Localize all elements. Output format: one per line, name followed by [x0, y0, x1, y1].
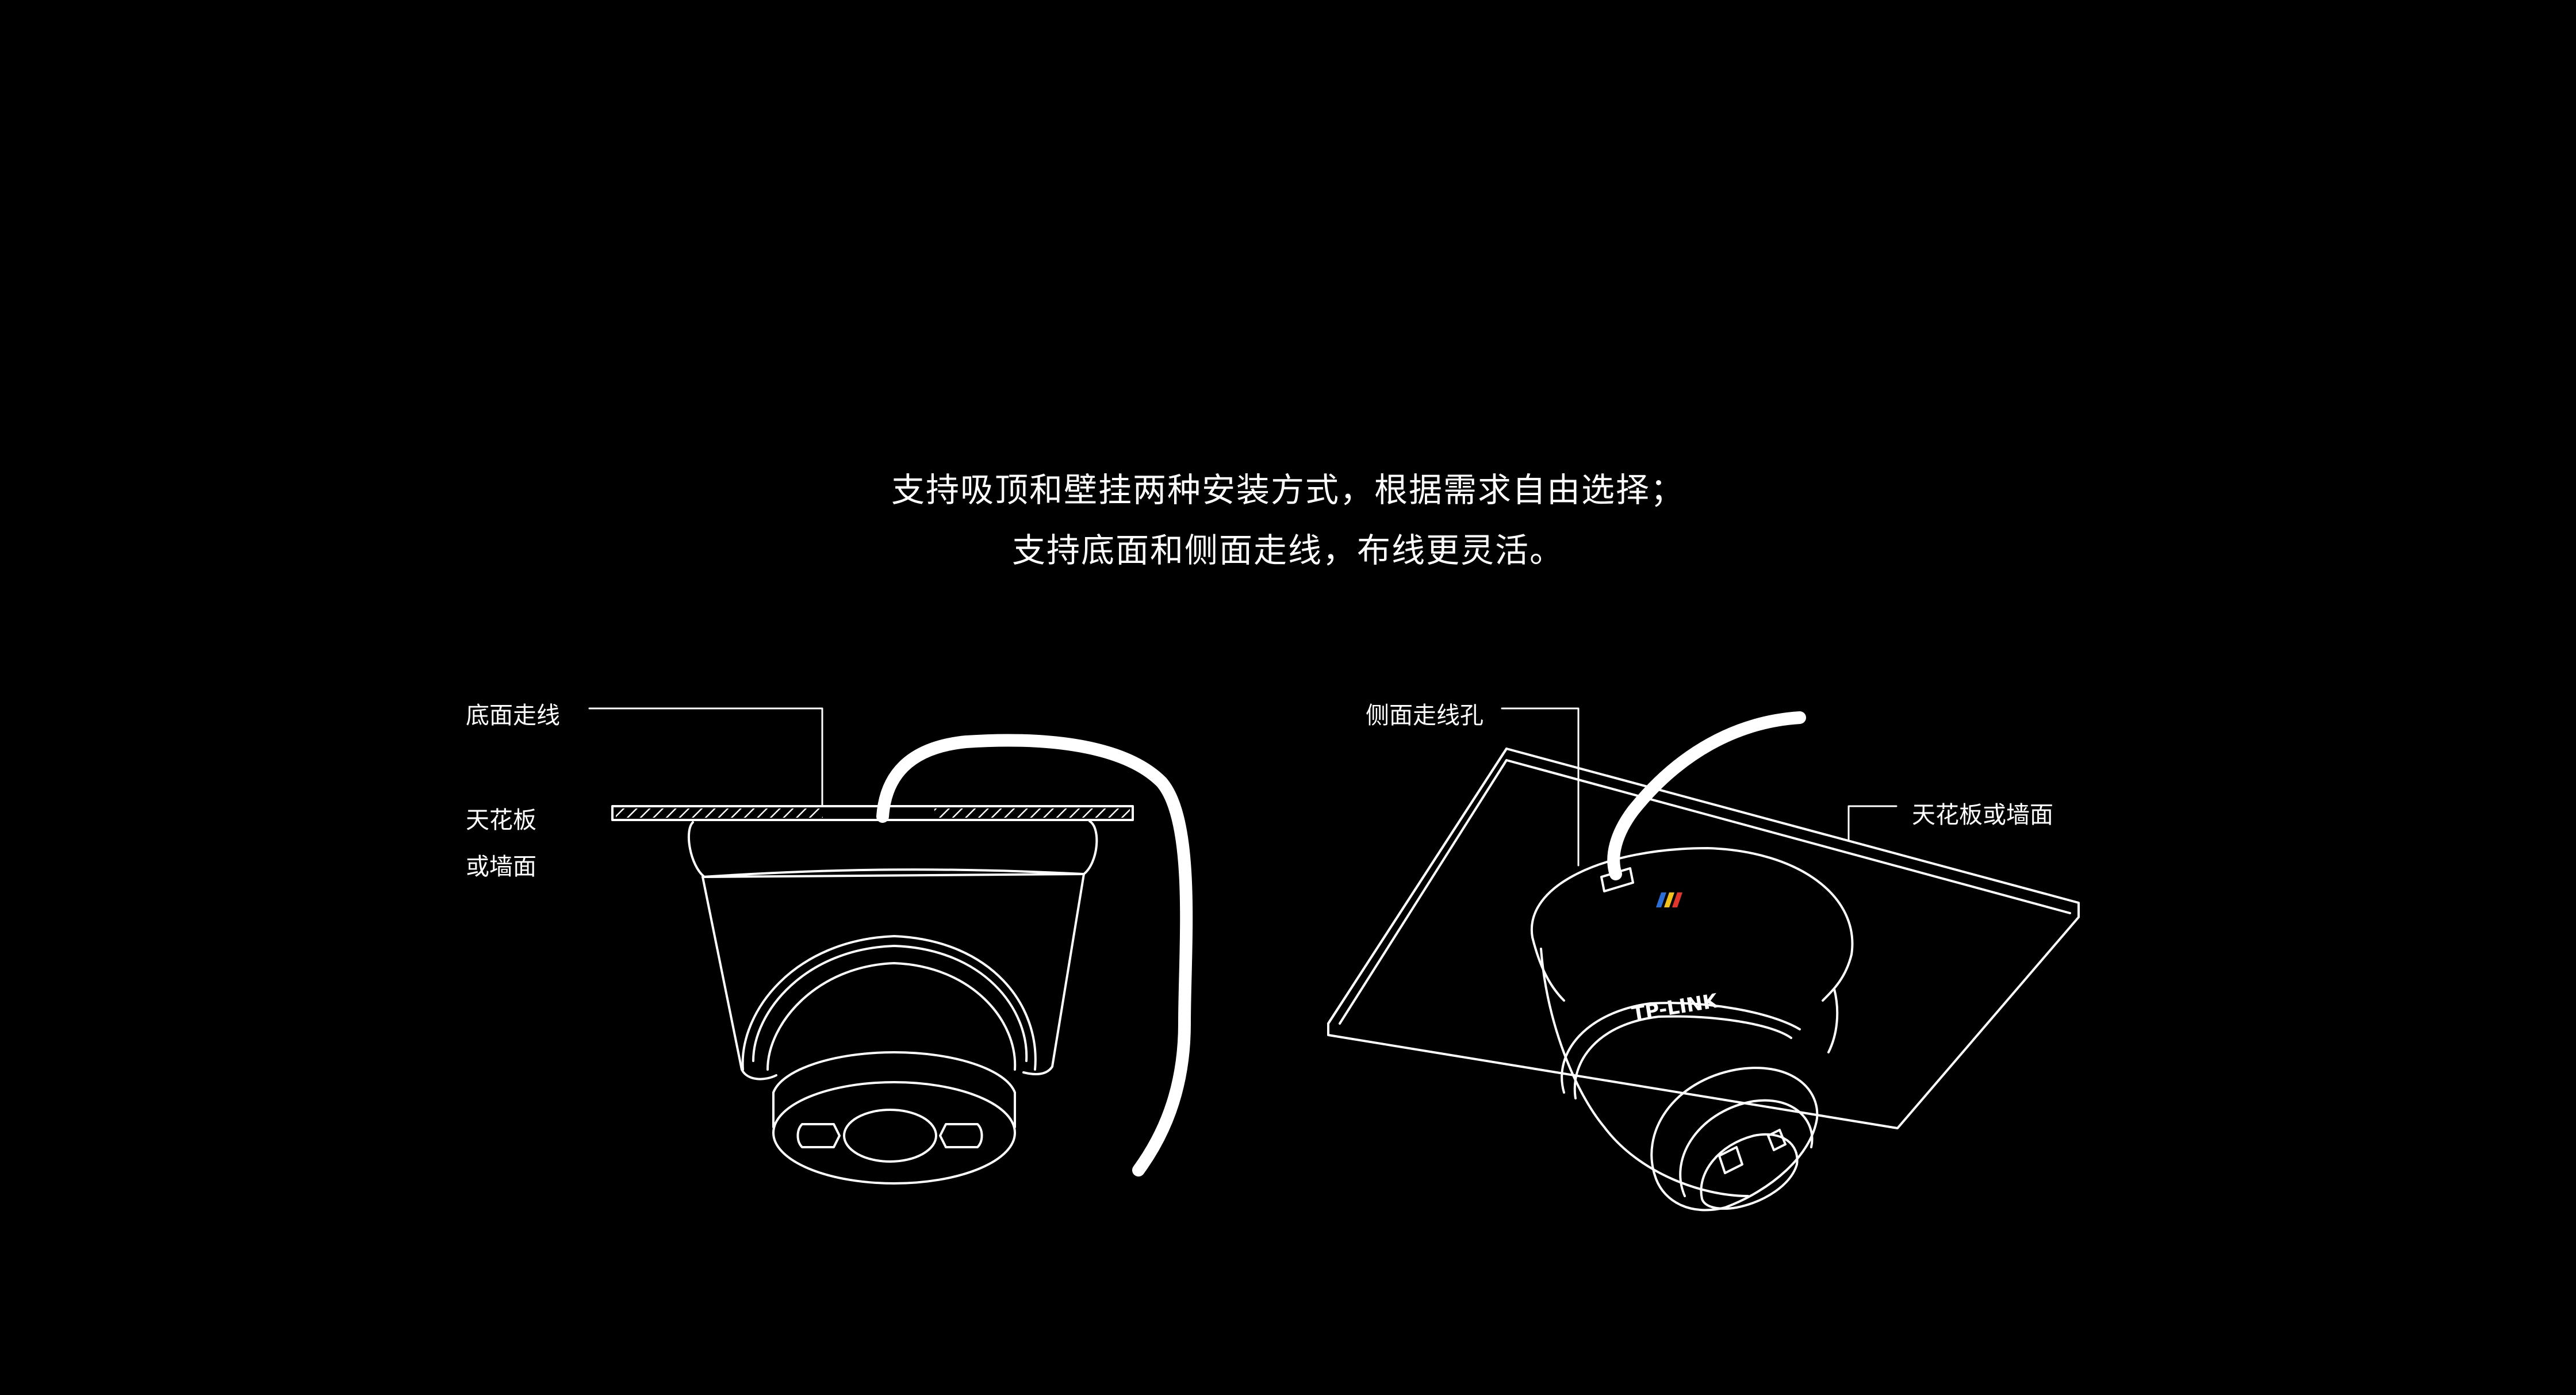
- cable-boot: [1600, 867, 1634, 892]
- lens-housing: [772, 1081, 1016, 1185]
- headline-line-1: 支持吸顶和壁挂两种安装方式，根据需求自由选择；: [891, 470, 1685, 509]
- camera-base-ring: [688, 820, 1098, 878]
- ceiling-slab: [611, 805, 1134, 821]
- leader-bottom-wiring: [588, 707, 823, 807]
- dome-base: [1530, 847, 1854, 956]
- ball-housing: [1561, 1002, 1801, 1094]
- ir-window-right: [939, 1123, 983, 1148]
- ir-window-left: [796, 1123, 841, 1148]
- ir-window-side: [1718, 1146, 1743, 1174]
- label-ceiling-line1: 天花板: [466, 806, 536, 834]
- camera-ball-outer: [741, 935, 1037, 1071]
- ir-window-side-2: [1767, 1129, 1787, 1151]
- label-ceiling-or-wall: 天花板或墙面: [1912, 801, 2053, 829]
- label-ceiling-line2: 或墙面: [466, 853, 536, 880]
- headline-line-2: 支持底面和侧面走线，布线更灵活。: [1011, 531, 1564, 570]
- tilted-plate: [1327, 748, 2080, 1129]
- lens: [843, 1109, 937, 1163]
- right-camera-diagram: [1327, 707, 2080, 1212]
- camera-brand-text: TP-LINK: [1630, 990, 1720, 1026]
- lens-barrel: [1650, 1067, 1819, 1212]
- label-bottom-wiring: 底面走线: [466, 702, 560, 729]
- dome-body: [1540, 948, 1749, 1197]
- cable-bottom: [876, 734, 1193, 1176]
- label-side-wiring-hole: 侧面走线孔: [1366, 702, 1483, 729]
- leader-side-hole: [1501, 707, 1580, 867]
- leader-ceiling-or-wall: [1847, 805, 1897, 842]
- color-logo-icon: [1656, 892, 1682, 907]
- left-camera-diagram: [588, 707, 1193, 1185]
- cable-side: [1607, 711, 1806, 880]
- lens-front: [1700, 1133, 1799, 1210]
